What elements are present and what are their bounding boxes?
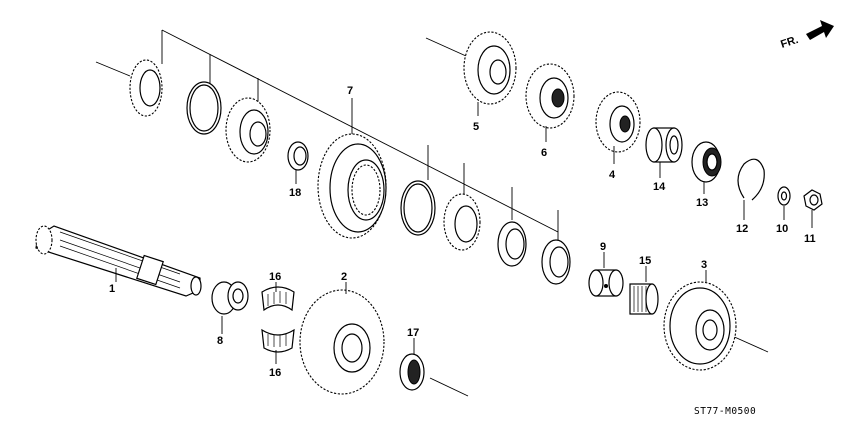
callout-17: 17 bbox=[407, 327, 419, 339]
callout-2: 2 bbox=[341, 271, 347, 283]
needle-bearing-part-16-bottom bbox=[261, 328, 295, 353]
gear-part-5 bbox=[463, 31, 517, 105]
gear-part-4 bbox=[595, 91, 641, 153]
callout-16-top: 16 bbox=[269, 271, 281, 283]
ring-part-17 bbox=[399, 353, 425, 391]
synchro-ring-a bbox=[497, 221, 527, 267]
callout-15: 15 bbox=[639, 255, 651, 267]
washer-part-10 bbox=[777, 186, 791, 206]
callout-3: 3 bbox=[701, 259, 707, 271]
nut-part-11 bbox=[803, 189, 823, 211]
snap-ring-middle bbox=[400, 180, 436, 236]
synchro-ring-b bbox=[541, 239, 571, 285]
bearing-part-14 bbox=[645, 127, 683, 163]
callout-7: 7 bbox=[347, 85, 353, 97]
bearing-part-13 bbox=[691, 141, 722, 183]
diagram-code: ST77-M0500 bbox=[694, 406, 756, 417]
callout-1: 1 bbox=[109, 283, 115, 295]
collar-part-8 bbox=[211, 281, 249, 315]
callout-13: 13 bbox=[696, 197, 708, 209]
callout-8: 8 bbox=[217, 335, 223, 347]
callout-6: 6 bbox=[541, 147, 547, 159]
needle-bearing-part-15 bbox=[629, 283, 659, 315]
front-arrow-icon bbox=[806, 20, 834, 40]
gear-part-2 bbox=[299, 289, 385, 395]
hub-gear-left bbox=[225, 97, 271, 163]
needle-bearing-part-16-top bbox=[261, 286, 295, 312]
front-label: FR. bbox=[779, 34, 800, 51]
callout-4: 4 bbox=[609, 169, 616, 181]
leader-lines bbox=[115, 98, 813, 364]
hub-gear-middle bbox=[443, 193, 481, 251]
callout-16-bottom: 16 bbox=[269, 367, 281, 379]
ring-part-18 bbox=[287, 141, 309, 171]
snap-ring-left bbox=[186, 81, 222, 135]
mainshaft-part-1 bbox=[35, 225, 202, 297]
collar-part-9 bbox=[588, 269, 624, 297]
callout-11: 11 bbox=[804, 233, 816, 245]
callout-12: 12 bbox=[736, 223, 748, 235]
callout-9: 9 bbox=[600, 241, 606, 253]
callout-18: 18 bbox=[289, 187, 301, 199]
assembly-lines bbox=[95, 29, 769, 397]
callouts: 1 2 3 4 5 6 7 8 9 10 11 12 13 14 15 16 1… bbox=[109, 85, 816, 379]
callout-10: 10 bbox=[776, 223, 788, 235]
gear-part-3 bbox=[663, 281, 737, 371]
callout-14: 14 bbox=[653, 181, 666, 193]
hub-ring-left bbox=[129, 59, 163, 117]
gear-part-6 bbox=[525, 63, 575, 129]
synchro-sleeve-part-7 bbox=[317, 133, 387, 239]
front-direction-indicator: FR. bbox=[779, 20, 834, 51]
snap-ring-part-12 bbox=[737, 158, 765, 201]
callout-5: 5 bbox=[473, 121, 479, 133]
